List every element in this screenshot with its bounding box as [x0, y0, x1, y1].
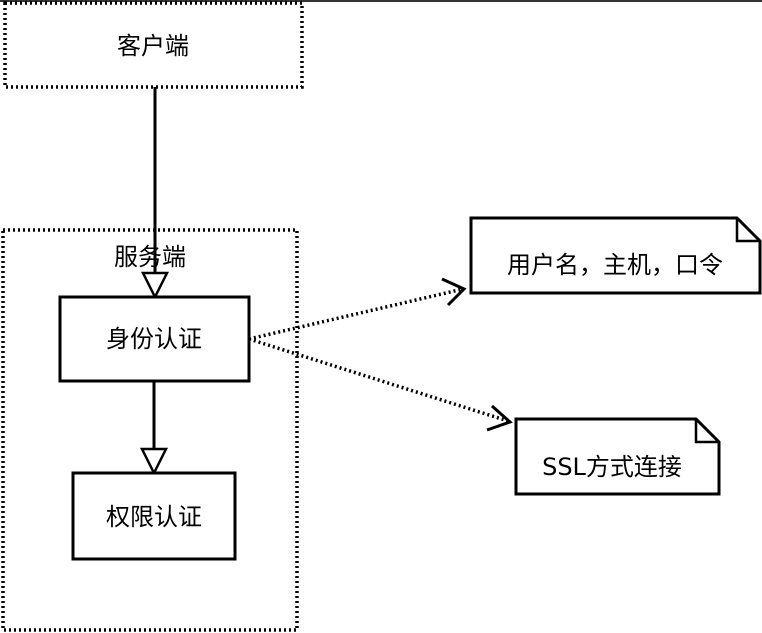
- server-container: [1, 228, 299, 632]
- credentials-note[interactable]: [469, 216, 762, 295]
- edge-client-to-identity-arrowhead: [140, 271, 170, 300]
- permission-auth-label: 权限认证: [106, 503, 202, 531]
- edge-identity-to-ssl: [248, 337, 509, 423]
- edge-identity-to-permission-arrowhead: [139, 447, 169, 476]
- permission-auth-box[interactable]: [71, 471, 237, 561]
- ssl-note-label: SSL方式连接: [542, 453, 682, 481]
- identity-auth-label: 身份认证: [106, 325, 202, 353]
- credentials-note-fold: [735, 218, 760, 243]
- client-label: 客户端: [117, 32, 189, 60]
- ssl-note-fold: [694, 419, 719, 444]
- credentials-note-label: 用户名，主机，口令: [507, 251, 723, 279]
- edge-identity-to-ssl-arrowhead: [486, 404, 513, 432]
- server-label: 服务端: [114, 243, 186, 271]
- edge-identity-to-credentials: [248, 287, 464, 341]
- client-box[interactable]: [3, 1, 304, 89]
- ssl-note[interactable]: [514, 417, 721, 496]
- identity-auth-box[interactable]: [58, 295, 251, 383]
- edge-identity-to-credentials-arrowhead: [441, 277, 467, 307]
